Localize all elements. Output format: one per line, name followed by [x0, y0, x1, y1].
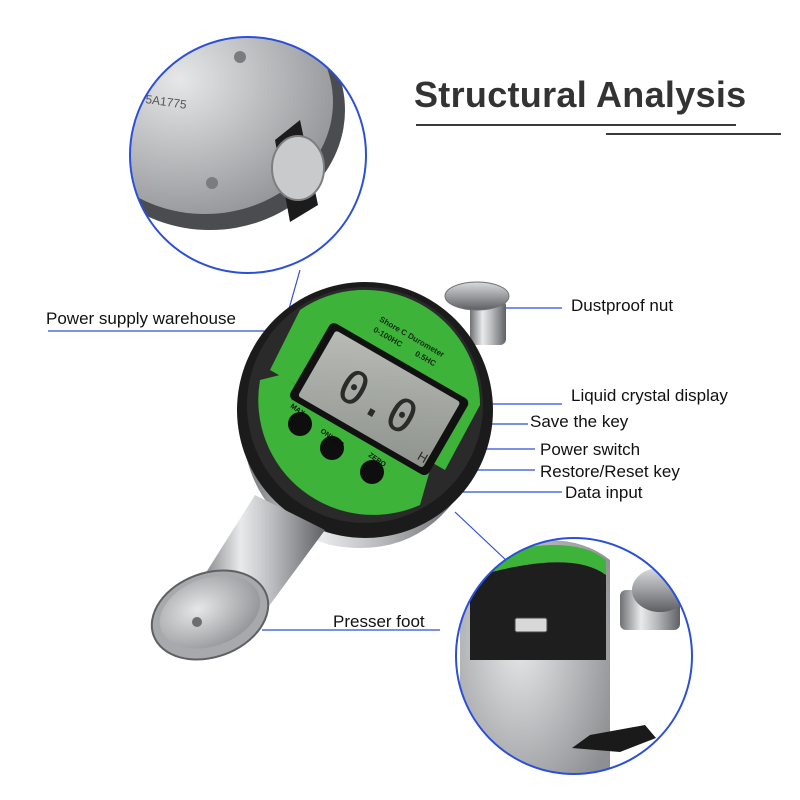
data-port-inset [455, 537, 693, 775]
label-restore-reset-key: Restore/Reset key [540, 462, 680, 481]
power-button[interactable] [320, 436, 344, 460]
page-title: Structural Analysis [414, 74, 747, 115]
label-save-the-key: Save the key [530, 412, 629, 431]
label-dustproof-nut: Dustproof nut [571, 296, 674, 315]
case-engraving: 5A1775 [145, 92, 188, 112]
title-underline-secondary [606, 133, 781, 135]
label-liquid-crystal-display: Liquid crystal display [571, 386, 728, 405]
label-presser-foot: Presser foot [333, 612, 425, 631]
max-button[interactable] [288, 412, 312, 436]
zero-button[interactable] [360, 460, 384, 484]
presser-foot [150, 495, 325, 661]
title-underline [416, 124, 736, 126]
label-power-switch: Power switch [540, 440, 641, 459]
label-data-input: Data input [565, 483, 643, 502]
battery-compartment-inset [129, 36, 367, 274]
label-power-supply-warehouse: Power supply warehouse [46, 309, 236, 328]
dustproof-nut [444, 281, 510, 345]
engraving-group: 5A1775 [145, 92, 188, 112]
durometer-body: 0.0 H Shore C Durometer 0-100HC 0.5HC MA… [237, 282, 493, 548]
